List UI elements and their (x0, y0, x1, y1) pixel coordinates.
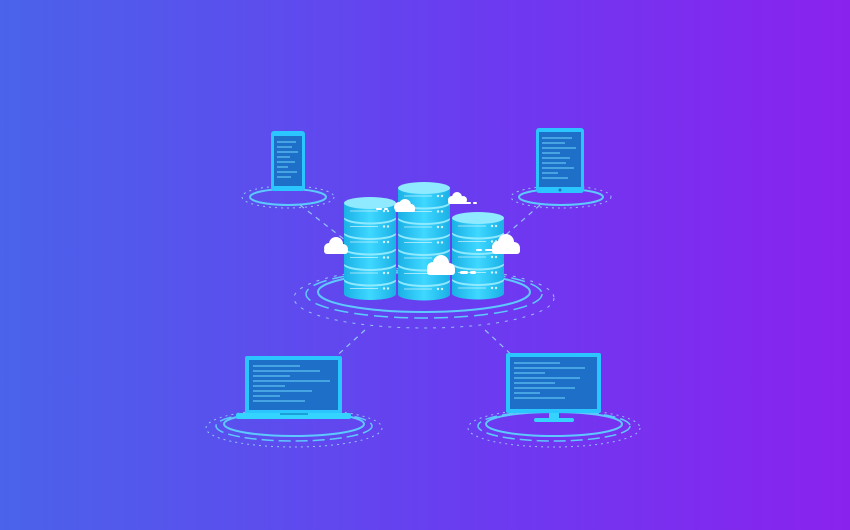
database-disk (344, 197, 396, 223)
smartphone-icon (241, 131, 335, 209)
cloud-icon (394, 199, 415, 212)
database-stack (398, 182, 450, 301)
database-stack (452, 212, 504, 300)
database-stacks-icon (344, 182, 504, 301)
cloud-icon (427, 255, 455, 275)
cloud-icon (324, 237, 348, 254)
cloud-icon (492, 234, 520, 254)
connection-line-laptop (329, 329, 366, 363)
laptop-icon (205, 356, 383, 448)
tablet-icon (510, 128, 612, 209)
desktop-monitor-icon (467, 353, 641, 448)
clouds (324, 192, 520, 275)
database-disk (398, 182, 450, 208)
connection-line-phone (299, 204, 346, 241)
database-stack (344, 197, 396, 300)
database-disk (452, 212, 504, 238)
